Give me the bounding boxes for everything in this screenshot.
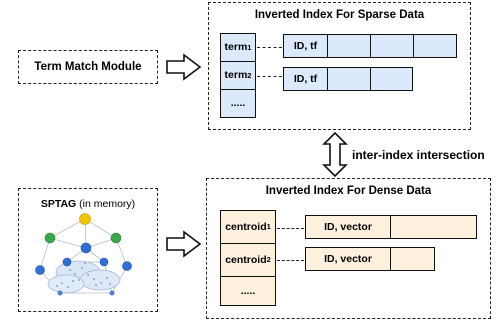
term-ellipsis-cell: .....: [230, 97, 246, 109]
dense-index-container: Inverted Index For Dense Data: [206, 178, 491, 319]
graph-node-top-icon: [79, 213, 91, 225]
term-2-subscript: 2: [247, 70, 252, 80]
term-divider-1: [220, 61, 256, 62]
dense-posting-1-divider: [390, 216, 391, 238]
term-2-connector: [257, 76, 282, 77]
arrow-right-icon: [166, 230, 202, 258]
centroid-2-subscript: 2: [266, 255, 271, 264]
sparse-posting-list-1: ID, tf: [283, 34, 457, 58]
dense-posting-list-2: ID, vector: [305, 247, 435, 271]
dense-posting-1-id-vector: ID, vector: [324, 221, 372, 233]
centroid-divider-2: [220, 276, 276, 277]
centroid-1-connector: [277, 228, 304, 229]
posting-2-id-tf: ID, tf: [293, 73, 318, 85]
centroid-1-subscript: 1: [266, 222, 271, 231]
centroid-ellipsis-cell: .....: [240, 285, 256, 297]
sparse-index-title: Inverted Index For Sparse Data: [254, 9, 425, 21]
posting-1-id-tf: ID, tf: [293, 40, 318, 52]
term-1-connector: [257, 47, 282, 48]
arrow-right-icon: [166, 53, 202, 81]
centroid-1-label: centroid: [225, 220, 267, 233]
centroid-column: [220, 210, 276, 306]
sparse-index-container: Inverted Index For Sparse Data: [208, 2, 471, 130]
dense-index-title: Inverted Index For Dense Data: [265, 185, 432, 197]
posting-2-divider-a: [327, 68, 328, 90]
graph-node-small-icon: [109, 290, 115, 296]
sptag-label: SPTAG: [40, 198, 77, 210]
sptag-note: (in memory): [76, 198, 136, 210]
centroid-2-label: centroid: [225, 253, 267, 266]
term-1-subscript: 1: [247, 42, 252, 52]
sparse-posting-list-2: ID, tf: [283, 67, 413, 91]
double-arrow-vertical-icon: [322, 131, 348, 178]
term-match-module-label: Term Match Module: [34, 61, 142, 73]
dense-posting-2-id-vector: ID, vector: [324, 253, 372, 265]
graph-node-blue-icon: [80, 242, 92, 254]
graph-node-blue-icon: [122, 261, 132, 271]
posting-1-divider-c: [413, 35, 414, 57]
sptag-box: SPTAG (in memory): [18, 188, 158, 312]
graph-node-blue-icon: [35, 265, 45, 275]
term-1-label: term: [224, 41, 248, 53]
posting-1-divider-a: [327, 35, 328, 57]
dense-posting-2-divider: [390, 248, 391, 270]
graph-node-blue-icon: [62, 257, 72, 267]
term-2-label: term: [224, 69, 248, 81]
posting-1-divider-b: [370, 35, 371, 57]
term-divider-2: [220, 89, 256, 90]
graph-node-small-icon: [57, 290, 63, 296]
term-match-module-box: Term Match Module: [18, 50, 158, 84]
graph-node-green-icon: [110, 232, 122, 244]
posting-2-divider-b: [370, 68, 371, 90]
centroid-divider-1: [220, 243, 276, 244]
sptag-graph-illustration: [35, 213, 132, 296]
term-column: [220, 33, 256, 118]
dense-posting-list-1: ID, vector: [305, 215, 477, 239]
inter-index-label: inter-index intersection: [352, 148, 485, 162]
centroid-2-connector: [277, 260, 304, 261]
graph-node-blue-icon: [99, 257, 109, 267]
graph-node-green-icon: [44, 232, 56, 244]
sptag-title: SPTAG (in memory): [19, 198, 157, 210]
